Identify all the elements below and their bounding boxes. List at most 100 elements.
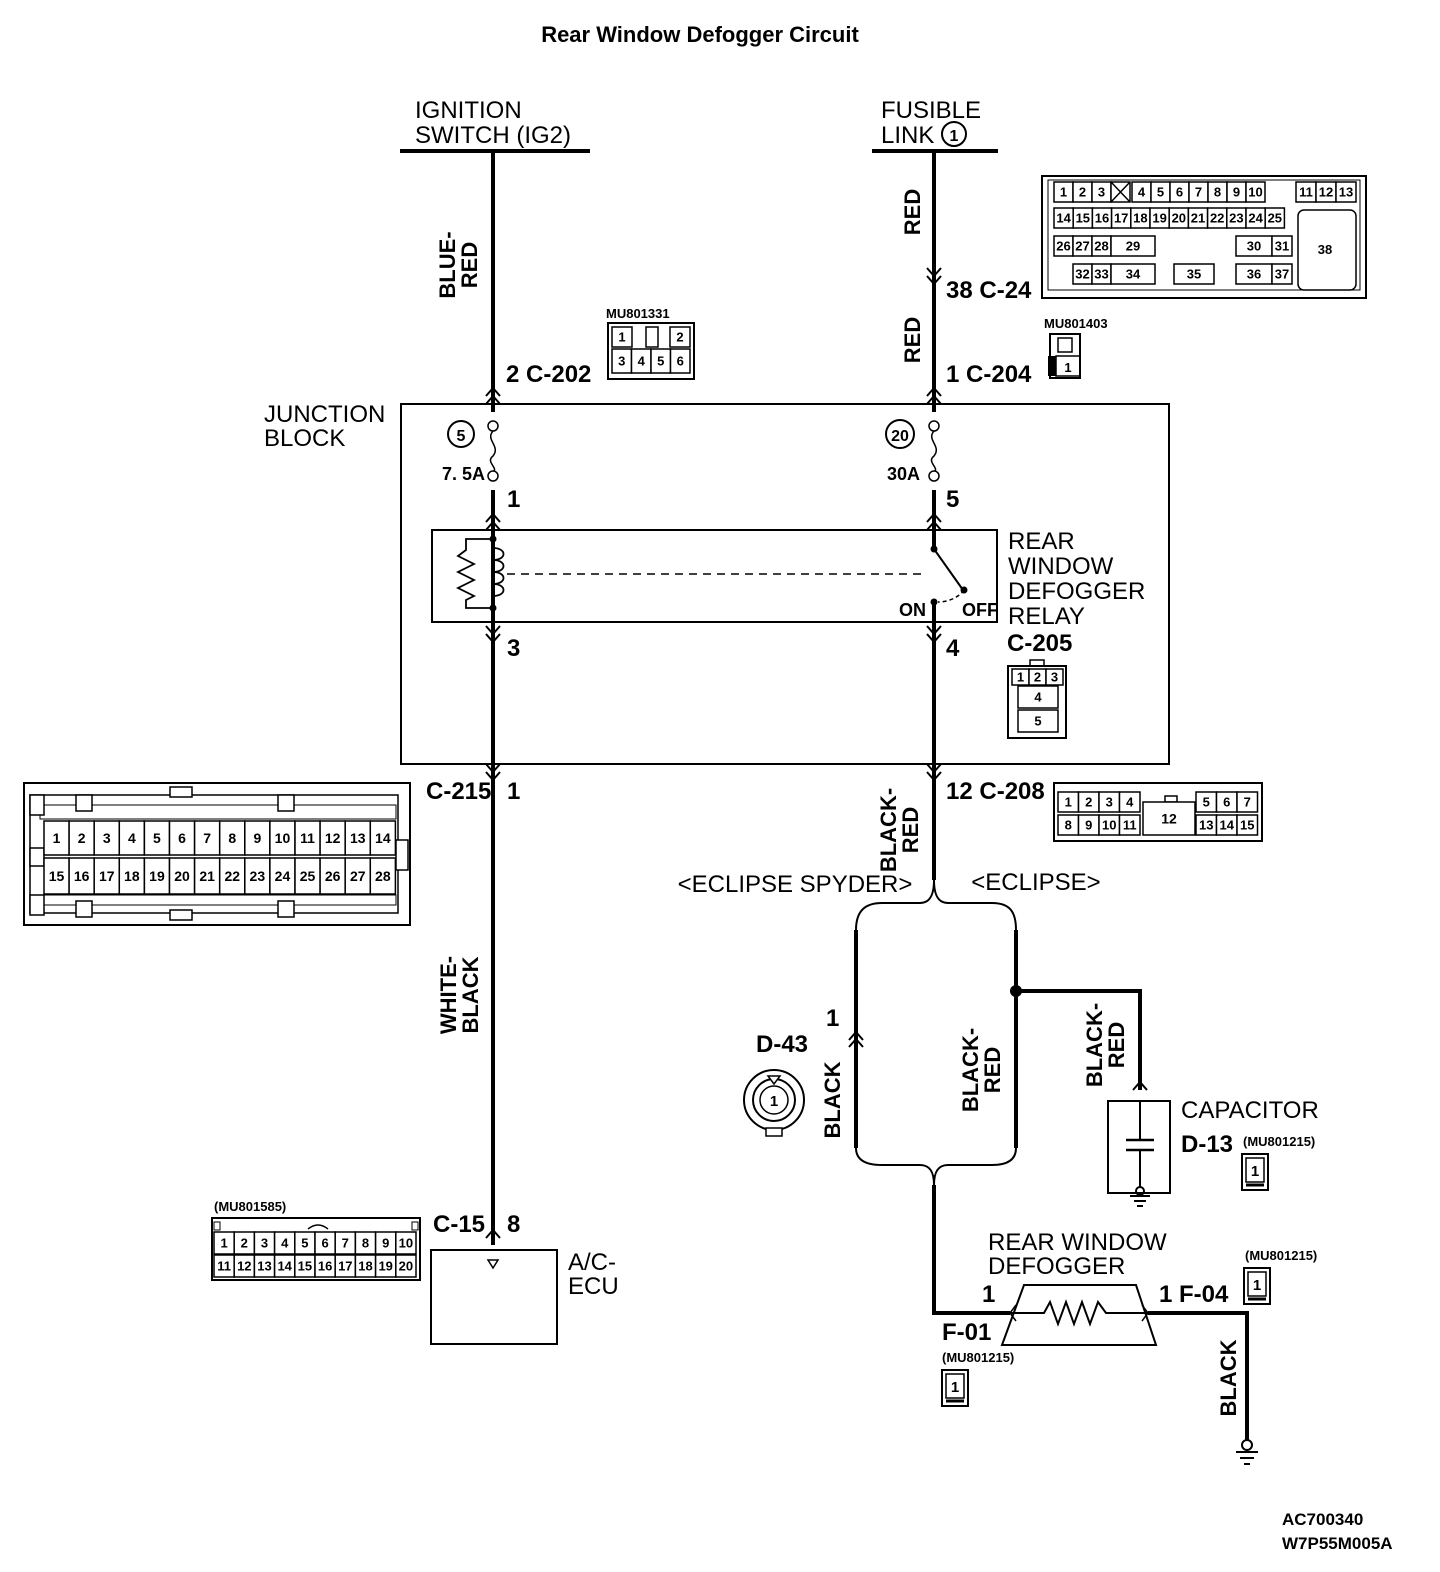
- pin-cell: [1118, 814, 1141, 836]
- svg-text:BLACK: BLACK: [820, 1061, 845, 1138]
- f01-pin: 1: [982, 1281, 995, 1308]
- diagram-title: Rear Window Defogger Circuit: [541, 22, 859, 47]
- f01-label: F-01: [942, 1319, 991, 1346]
- wire-color-black-red-eclipse: BLACK- RED: [958, 1028, 1005, 1112]
- capacitor-symbol: [1107, 1100, 1171, 1207]
- pin-cell: [1017, 709, 1059, 733]
- junction-block-label-2: BLOCK: [264, 425, 345, 452]
- c202-part-number: MU801331: [606, 306, 670, 321]
- pin-cell: [1017, 685, 1059, 709]
- pin-number: 12: [325, 830, 341, 846]
- jb-pin-5: 5: [946, 486, 959, 513]
- relay-label-3: DEFOGGER: [1008, 578, 1145, 605]
- pin-cell: [369, 820, 397, 856]
- svg-text:1: 1: [1251, 1163, 1259, 1180]
- pin-cell: [319, 820, 346, 856]
- fuse-20-icon: [925, 412, 943, 490]
- pin-number: 15: [298, 1259, 312, 1274]
- connector-chevrons: [485, 267, 942, 1239]
- c215-label: C-215: [426, 778, 491, 805]
- pin-number: 6: [178, 830, 186, 846]
- pin-number: 6: [1223, 795, 1230, 810]
- pin-number: 23: [250, 868, 266, 884]
- blocked-pin-mark: [1110, 181, 1131, 203]
- pin-number: 8: [228, 830, 236, 846]
- pin-number: 10: [275, 830, 291, 846]
- pin-number: 5: [1157, 185, 1164, 200]
- pin-cell: [1335, 181, 1357, 203]
- junction-block-label-1: JUNCTION: [264, 401, 385, 428]
- c15-label: C-15: [433, 1211, 485, 1238]
- f01-connector-face: 1: [941, 1369, 969, 1407]
- fuse-5-rating: 7. 5A: [442, 464, 485, 484]
- pin-number: 31: [1275, 239, 1289, 254]
- pin-number: 29: [1126, 239, 1140, 254]
- pin-number: 22: [224, 868, 240, 884]
- pin-number: 28: [375, 868, 391, 884]
- pin-number: 3: [618, 354, 625, 369]
- relay-off-label: OFF: [962, 600, 998, 620]
- pin-number: 2: [1079, 185, 1086, 200]
- pin-cell: [168, 857, 196, 895]
- variant-eclipse: <ECLIPSE>: [971, 869, 1100, 896]
- fusible-label-2: LINK: [881, 122, 934, 149]
- pin-number: 4: [1126, 795, 1134, 810]
- pin-number: 4: [281, 1236, 289, 1251]
- c15-pin: 8: [507, 1211, 520, 1238]
- pin-cell: [1045, 668, 1064, 686]
- pin-number: 14: [1056, 211, 1071, 226]
- pin-cell: [395, 1254, 417, 1278]
- jb-pin-1: 1: [507, 486, 520, 513]
- pin-cell: [1271, 235, 1293, 257]
- pin-number: 5: [1034, 714, 1041, 729]
- pin-number: 14: [375, 830, 391, 846]
- c205-label: C-205: [1007, 630, 1072, 657]
- pin-number: 16: [318, 1259, 332, 1274]
- pin-cell: [269, 820, 296, 856]
- pin-number: 11: [217, 1259, 231, 1274]
- pin-number: 35: [1187, 267, 1201, 282]
- pin-number: 21: [199, 868, 215, 884]
- pin-cell: [168, 820, 196, 856]
- variant-eclipse-spyder: <ECLIPSE SPYDER>: [678, 871, 913, 898]
- pin-cell: [118, 857, 146, 895]
- defogger-heater-element: [1000, 1284, 1158, 1346]
- pin-number: 20: [174, 868, 190, 884]
- figure-code: AC700340: [1282, 1510, 1363, 1529]
- defogger-label-2: DEFOGGER: [988, 1253, 1125, 1280]
- pin-cell: [143, 820, 171, 856]
- pin-cell: [118, 820, 146, 856]
- pin-cell: [1297, 209, 1357, 291]
- pin-number: 17: [338, 1259, 352, 1274]
- ac-ecu-label-1: A/C-: [568, 1249, 616, 1276]
- pin-number: 7: [342, 1236, 349, 1251]
- pin-number: 10: [1248, 185, 1262, 200]
- fusible-label-1: FUSIBLE: [881, 97, 981, 124]
- pin-cell: [193, 857, 221, 895]
- variant-brace-bottom: [855, 1147, 1017, 1186]
- svg-text:RED: RED: [457, 242, 482, 288]
- d13-part-number: (MU801215): [1243, 1134, 1315, 1149]
- pin-cell: [1245, 181, 1266, 203]
- defogger-relay: [431, 529, 998, 623]
- pin-number: 37: [1275, 267, 1289, 282]
- d43-branch-pin: 1: [826, 1005, 839, 1032]
- pin-number: 32: [1075, 267, 1089, 282]
- pin-number: 2: [1085, 795, 1092, 810]
- pin-cell: [669, 326, 691, 348]
- relay-on-label: ON: [899, 600, 926, 620]
- pin-number: 4: [128, 830, 136, 846]
- pin-number: 38: [1318, 242, 1332, 257]
- pin-number: 25: [1268, 211, 1282, 226]
- d43-connector-face: 1: [743, 1069, 805, 1137]
- jb-pin-4: 4: [946, 635, 960, 662]
- pin-cell: [93, 857, 121, 895]
- pin-number: 4: [638, 354, 646, 369]
- diagram-id: W7P55M005A: [1282, 1534, 1393, 1553]
- defogger-label-1: REAR WINDOW: [988, 1229, 1167, 1256]
- pin-cell: [68, 820, 95, 856]
- pin-number: 3: [1106, 795, 1113, 810]
- pin-cell: [294, 820, 321, 856]
- pin-number: 12: [237, 1259, 251, 1274]
